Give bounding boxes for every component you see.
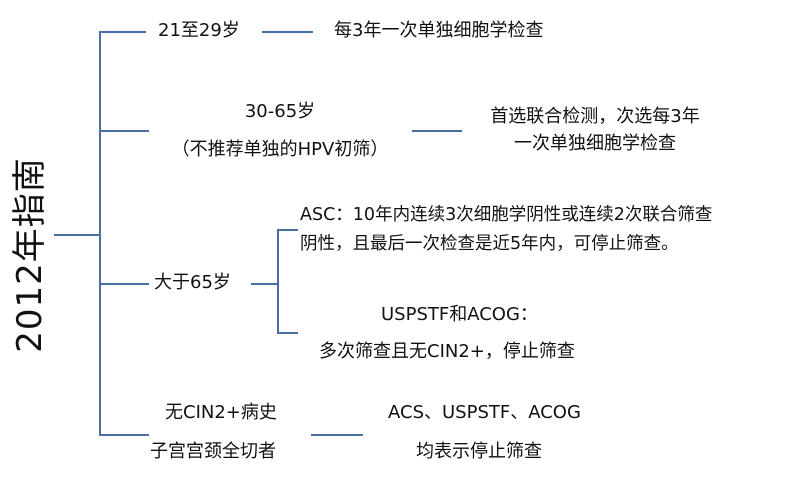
branch-2-label-line2: （不推荐单独的HPV初筛） xyxy=(171,139,389,160)
branch-2-label-line1: 30-65岁 xyxy=(244,101,316,122)
branch-2-detail-line1: 首选联合检测，次选每3年 xyxy=(490,106,700,127)
branch-4-label-line2: 子宫宫颈全切者 xyxy=(150,441,276,462)
diagram-title-text: 2012年指南 xyxy=(10,157,50,353)
branch-3-asc-line2: 阴性，且最后一次检查是近5年内，可停止筛查。 xyxy=(300,234,679,254)
branch-3-asc-line1: ASC：10年内连续3次细胞学阴性或连续2次联合筛查 xyxy=(300,205,713,225)
branch-2-detail-line2: 一次单独细胞学检查 xyxy=(514,133,676,154)
branch-4-detail-line1: ACS、USPSTF、ACOG xyxy=(388,402,581,423)
branch-4-detail-line2: 均表示停止筛查 xyxy=(416,441,542,462)
branch-3-label: 大于65岁 xyxy=(154,272,231,293)
branch-1-label: 21至29岁 xyxy=(158,20,240,41)
branch-4-label-line1: 无CIN2+病史 xyxy=(165,402,277,423)
branch-3-uspstf-line1: USPSTF和ACOG： xyxy=(381,304,538,325)
branch-3-uspstf-line2: 多次筛查且无CIN2+，停止筛查 xyxy=(319,341,575,362)
branch-1-detail: 每3年一次单独细胞学检查 xyxy=(334,20,544,41)
diagram-title: 2012年指南 xyxy=(5,157,55,353)
